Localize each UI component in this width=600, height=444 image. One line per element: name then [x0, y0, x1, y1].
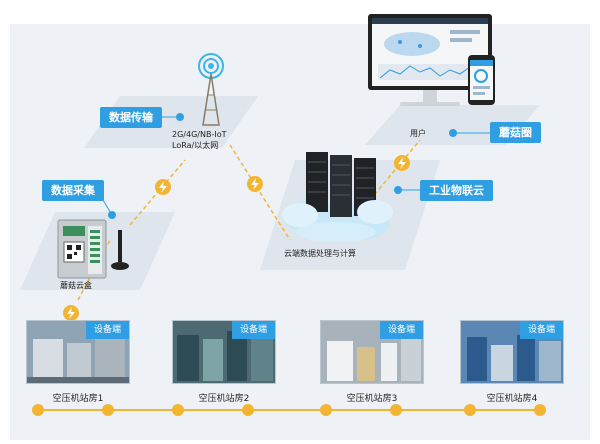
link-transmit-cloud [229, 144, 291, 241]
station-photo-3: 设备端 [320, 320, 424, 384]
station-label-1: 空压机站房1 [52, 394, 104, 404]
label-user: 用户 [410, 129, 426, 138]
monitor-icon [368, 14, 492, 106]
collector-box-icon [57, 219, 129, 279]
tag-mogu-circle: 蘑菇圈 [490, 122, 541, 143]
label-network-line2: LoRa/以太网 [172, 141, 219, 150]
server-rack-icon [306, 152, 376, 217]
lightning-bolt-icon [155, 179, 171, 195]
lightning-bolt-icon [63, 305, 79, 321]
station-photo-4: 设备端 [460, 320, 564, 384]
station-label-3: 空压机站房3 [346, 394, 398, 404]
equipment-tag-3: 设备端 [379, 321, 423, 339]
label-network-line1: 2G/4G/NB-IoT [172, 130, 227, 139]
tag-data-collection: 数据采集 [42, 180, 104, 201]
tag-industrial-iot-cloud: 工业物联云 [420, 180, 493, 201]
station-photo-1: 设备端 [26, 320, 130, 384]
lightning-bolt-icon [394, 155, 410, 171]
tag-data-transmission: 数据传输 [100, 107, 162, 128]
antenna-tower-icon [198, 53, 224, 126]
equipment-tag-2: 设备端 [231, 321, 275, 339]
label-cloud-processing: 云端数据处理与计算 [284, 249, 356, 258]
link-cloud-user [369, 139, 421, 201]
station-label-2: 空压机站房2 [198, 394, 250, 404]
cloud-icon [282, 200, 393, 227]
phone-icon [468, 55, 495, 105]
station-label-4: 空压机站房4 [486, 394, 538, 404]
label-mogu-box: 蘑菇云盒 [60, 281, 92, 290]
station-photo-2: 设备端 [172, 320, 276, 384]
lightning-bolt-icon [247, 176, 263, 192]
equipment-tag-4: 设备端 [519, 321, 563, 339]
equipment-tag-1: 设备端 [85, 321, 129, 339]
